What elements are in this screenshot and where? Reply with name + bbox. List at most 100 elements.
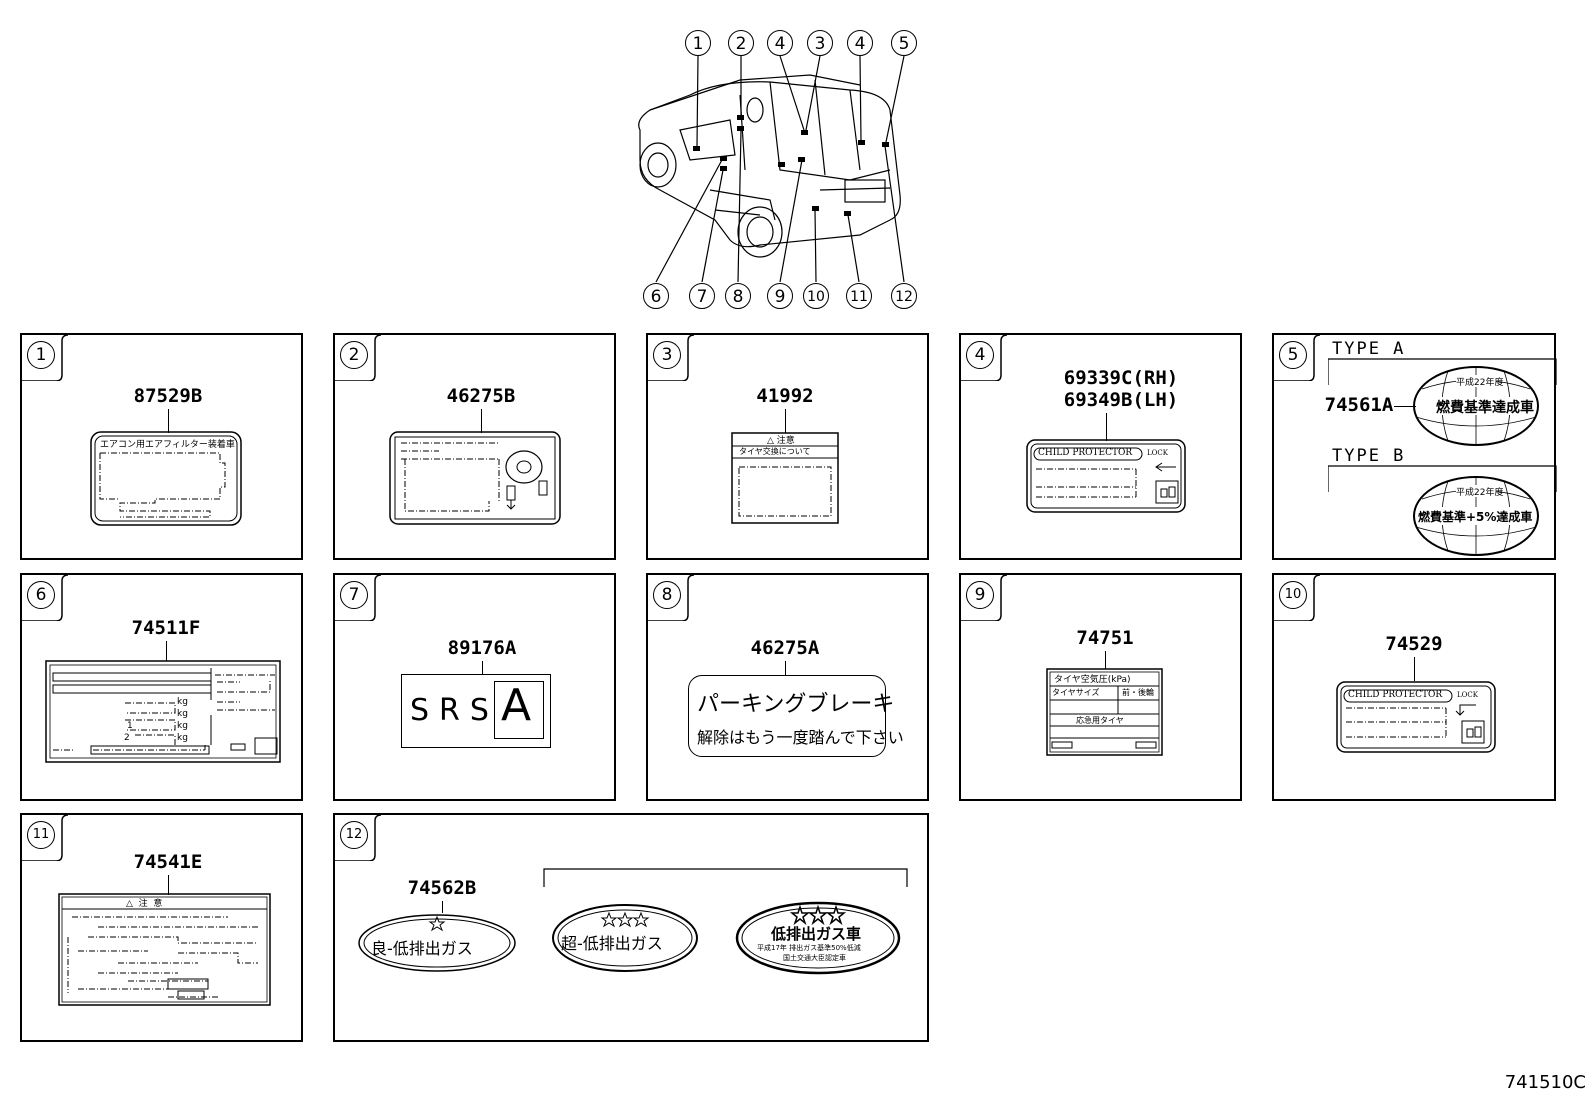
part-number: 74541E bbox=[133, 851, 203, 873]
callout-3-top: 3 bbox=[807, 30, 833, 56]
callout-10-bottom: 10 bbox=[803, 283, 829, 309]
label-lock: LOCK bbox=[1147, 449, 1168, 457]
badge-title: 低排出ガス車 bbox=[771, 925, 862, 943]
label-text: エアコン用エアフィルター装着車 bbox=[100, 440, 235, 450]
part-number: 74529 bbox=[1385, 633, 1443, 655]
label-srs: SRS A bbox=[401, 674, 551, 748]
part-number: 74561A bbox=[1324, 394, 1394, 416]
badge-line-1: 平成17年 排出ガス基準50%低減 bbox=[757, 944, 861, 952]
callout-7-bottom: 7 bbox=[689, 283, 715, 309]
label-title: CHILD PROTECTOR bbox=[1348, 690, 1443, 700]
panel-12: 12 74562B 良-低排出ガス 超-低排出ガス bbox=[333, 813, 929, 1042]
part-number: 74562B bbox=[407, 877, 477, 899]
badge-text: 超-低排出ガス bbox=[561, 934, 663, 953]
leader-line bbox=[168, 409, 169, 433]
badge-text: 燃費基準+5%達成車 bbox=[1418, 510, 1533, 524]
panel-number: 10 bbox=[1279, 581, 1307, 609]
panel-4: 4 69339C(RH) 69349B(LH) CHILD PROTECTOR … bbox=[959, 333, 1242, 560]
label-line-2: 解除はもう一度踏んで下さい bbox=[697, 728, 904, 747]
type-b-label: TYPE B bbox=[1332, 446, 1406, 466]
badge-text: 燃費基準達成車 bbox=[1436, 400, 1534, 416]
part-number: 89176A bbox=[447, 637, 517, 659]
part-number: 46275A bbox=[750, 637, 820, 659]
part-number: 74751 bbox=[1076, 627, 1134, 649]
panel-3: 3 41992 △ 注意 タイヤ交換について bbox=[646, 333, 929, 560]
label-lock: LOCK bbox=[1457, 691, 1478, 699]
callout-12-bottom: 12 bbox=[891, 283, 917, 309]
leader-line bbox=[785, 409, 786, 433]
badge-fuel-standard-plus5: 平成22年度 燃費基準+5%達成車 bbox=[1412, 475, 1540, 557]
label-title: △ 注意 bbox=[767, 436, 795, 446]
callout-1-top: 1 bbox=[685, 30, 711, 56]
part-number-rh: 69339C(RH) bbox=[1063, 367, 1179, 389]
callout-11-bottom: 11 bbox=[846, 283, 872, 309]
label-caution: △ 注 意 bbox=[58, 893, 271, 1006]
leader-line bbox=[166, 641, 167, 661]
leader-line bbox=[482, 661, 483, 675]
panel-11: 11 74541E △ 注 意 bbox=[20, 813, 303, 1042]
panel-number: 4 bbox=[966, 341, 994, 369]
panel-9: 9 74751 タイヤ空気圧(kPa) タイヤサイズ 前・後輪 応急用タイヤ bbox=[959, 573, 1242, 801]
leader-line bbox=[785, 661, 786, 675]
panel-number: 11 bbox=[27, 821, 55, 849]
label-title: CHILD PROTECTOR bbox=[1038, 448, 1133, 458]
label-aircon-filter: エアコン用エアフィルター装着車 bbox=[90, 431, 242, 526]
srs-text: SRS bbox=[410, 693, 499, 728]
panel-number: 9 bbox=[966, 581, 994, 609]
part-number-lh: 69349B(LH) bbox=[1063, 389, 1179, 411]
panel-number: 6 bbox=[27, 581, 55, 609]
callout-4-top-left: 4 bbox=[767, 30, 793, 56]
label-child-protector: CHILD PROTECTOR LOCK bbox=[1336, 681, 1496, 753]
leader-line-horizontal bbox=[1394, 406, 1416, 407]
callout-9-bottom: 9 bbox=[767, 283, 793, 309]
badge-low-emission-vehicle: 低排出ガス車 平成17年 排出ガス基準50%低減 国土交通大臣認定車 bbox=[735, 901, 901, 975]
panel-number: 12 bbox=[340, 821, 368, 849]
label-title: タイヤ空気圧(kPa) bbox=[1054, 675, 1131, 685]
panel-7: 7 89176A SRS A bbox=[333, 573, 616, 801]
label-line-1: パーキングブレーキ bbox=[697, 692, 895, 717]
kg-unit: kg bbox=[177, 721, 188, 731]
label-title: △ 注 意 bbox=[126, 899, 163, 909]
label-parking-brake: パーキングブレーキ 解除はもう一度踏んで下さい bbox=[688, 675, 904, 757]
badge-ultra-low-emission: 超-低排出ガス bbox=[551, 903, 699, 973]
panel-5: 5 TYPE A 74561A 平成22年度 燃費基準達成車 TYPE B 平成… bbox=[1272, 333, 1557, 560]
srs-a-text: A bbox=[501, 680, 532, 731]
label-tire-pressure: タイヤ空気圧(kPa) タイヤサイズ 前・後輪 応急用タイヤ bbox=[1046, 668, 1163, 756]
panel-number: 7 bbox=[340, 581, 368, 609]
type-b-bracket bbox=[1328, 465, 1557, 492]
panel-number: 5 bbox=[1279, 341, 1307, 369]
badge-low-emission-good: 良-低排出ガス bbox=[357, 911, 517, 973]
row-number: 2 bbox=[124, 733, 130, 743]
panel-number: 3 bbox=[653, 341, 681, 369]
col-tire-size: タイヤサイズ bbox=[1052, 688, 1100, 697]
badge-year: 平成22年度 bbox=[1456, 488, 1504, 498]
kg-unit: kg bbox=[177, 733, 188, 743]
callout-6-bottom: 6 bbox=[643, 283, 669, 309]
panel-number: 8 bbox=[653, 581, 681, 609]
callout-5-top: 5 bbox=[891, 30, 917, 56]
leader-line bbox=[481, 409, 482, 433]
callout-8-bottom: 8 bbox=[725, 283, 751, 309]
col-front-rear: 前・後輪 bbox=[1122, 688, 1154, 697]
type-a-bracket bbox=[1328, 358, 1557, 385]
badge-text: 良-低排出ガス bbox=[371, 939, 473, 958]
leader-line bbox=[168, 875, 169, 895]
panel-number: 1 bbox=[27, 341, 55, 369]
label-child-protector: CHILD PROTECTOR LOCK bbox=[1026, 439, 1186, 513]
type-a-label: TYPE A bbox=[1332, 339, 1406, 359]
part-number: 46275B bbox=[446, 385, 516, 407]
variant-bracket bbox=[543, 868, 908, 887]
leader-line bbox=[1105, 651, 1106, 669]
part-number: 87529B bbox=[133, 385, 203, 407]
panel-6: 6 74511F kg kg kg kg 1 2 bbox=[20, 573, 303, 801]
leader-line bbox=[1414, 657, 1415, 681]
badge-fuel-standard-achieved: 平成22年度 燃費基準達成車 bbox=[1412, 365, 1540, 447]
panel-1: 1 87529B エアコン用エアフィルター装着車 bbox=[20, 333, 303, 560]
badge-year: 平成22年度 bbox=[1456, 378, 1504, 388]
leader-line bbox=[1106, 413, 1107, 441]
vehicle-overview bbox=[620, 20, 940, 320]
vehicle-drawing bbox=[638, 55, 905, 283]
callout-2-top: 2 bbox=[728, 30, 754, 56]
kg-unit: kg bbox=[177, 709, 188, 719]
row-spare-tire: 応急用タイヤ bbox=[1076, 716, 1124, 725]
